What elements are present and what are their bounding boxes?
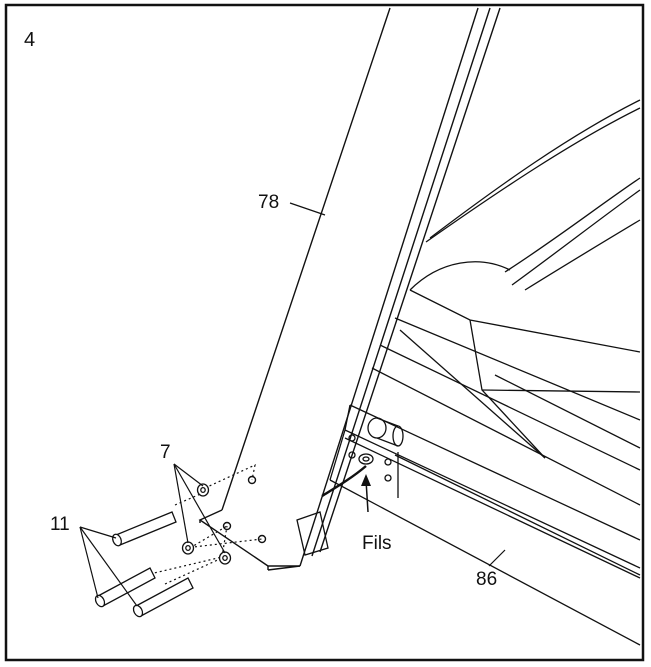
bolts-11 xyxy=(94,511,194,618)
upright-78 xyxy=(198,7,501,571)
treadmill-body xyxy=(371,99,641,506)
bolt-icon xyxy=(112,511,177,547)
bolt-icon xyxy=(132,577,194,618)
figure-border xyxy=(4,3,645,662)
step-number: 4 xyxy=(24,29,35,51)
base-frame-86 xyxy=(296,404,641,646)
part-label-78: 78 xyxy=(258,192,279,213)
wire-arrow xyxy=(321,465,371,513)
part-label-11: 11 xyxy=(50,514,70,535)
leader-lines xyxy=(79,202,506,607)
part-label-86: 86 xyxy=(476,569,497,590)
label-wires: Fils xyxy=(362,533,392,554)
bolt-icon xyxy=(94,567,156,608)
part-label-7: 7 xyxy=(160,442,171,463)
